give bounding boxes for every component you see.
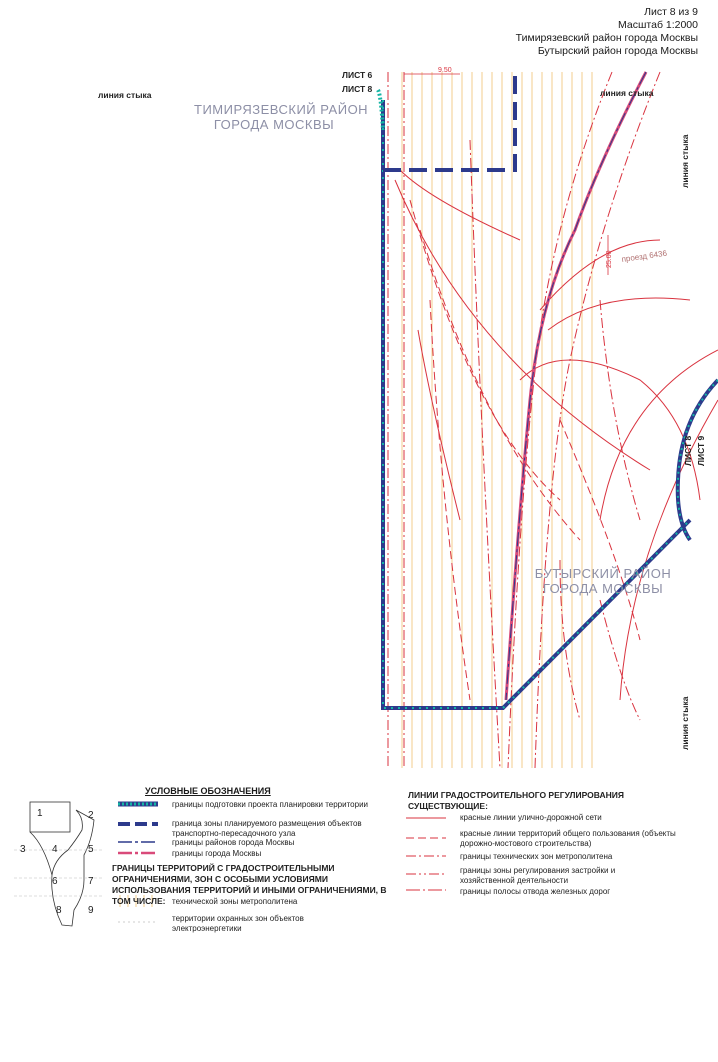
- legend-line-railway: границы полосы отвода железных дорог: [460, 887, 611, 896]
- sheet-label-6: ЛИСТ 6: [342, 70, 373, 80]
- district-butyr-line1: БУТЫРСКИЙ РАЙОН: [534, 566, 672, 581]
- key-number-4: 4: [52, 844, 58, 855]
- legend-line-metro: границы технических зон метрополитена: [460, 852, 613, 861]
- red-lines-street: [394, 169, 718, 701]
- key-outline: [51, 809, 95, 927]
- legend-item-district: границы районов города Москвы: [172, 838, 295, 847]
- dimension-top-text: 9.50: [438, 67, 452, 74]
- key-number-8: 8: [56, 905, 62, 916]
- district-title-1: Тимирязевский район города Москвы: [515, 32, 698, 44]
- sheet-number: Лист 8 из 9: [644, 6, 698, 18]
- legend-line-public: красные линии территорий общего пользова…: [460, 829, 676, 848]
- legend-line-symbols: [406, 817, 446, 891]
- legend-line-regulation: границы зоны регулирования застройки и х…: [460, 866, 616, 885]
- district-name-timiryazev: ТИМИРЯЗЕВСКИЙ РАЙОН ГОРОДА МОСКВЫ: [194, 102, 369, 132]
- metro-zone-hatch: [401, 72, 593, 768]
- key-number-9: 9: [88, 905, 94, 916]
- prep-boundary-top: [376, 88, 385, 131]
- street-label: проезд 6436: [621, 249, 668, 264]
- junction-label-right-upper: линия стыка: [680, 134, 690, 188]
- legend-symbol-metro: [119, 895, 153, 907]
- legend-title: УСЛОВНЫЕ ОБОЗНАЧЕНИЯ: [145, 786, 271, 796]
- legend-restriction-energy: территории охранных зон объектов электро…: [172, 914, 304, 933]
- junction-label-top-right: линия стыка: [600, 88, 654, 98]
- red-lines-dashed: [409, 199, 641, 701]
- key-number-5: 5: [88, 844, 94, 855]
- dimension-mid-text: 25.00: [606, 250, 613, 268]
- legend-item-prep: границы подготовки проекта планировки те…: [172, 800, 369, 809]
- key-number-6: 6: [52, 876, 58, 887]
- legend-restrictions-heading: ГРАНИЦЫ ТЕРРИТОРИЙ С ГРАДОСТРОИТЕЛЬНЫМИ …: [112, 863, 387, 906]
- legend-line-street: красные линии улично-дорожной сети: [460, 813, 602, 822]
- key-number-7: 7: [88, 876, 94, 887]
- district-boundary-curve: [675, 378, 718, 542]
- legend-item-city: границы города Москвы: [172, 849, 262, 858]
- junction-label-top-left: линия стыка: [98, 90, 152, 100]
- legend-item-placement: граница зоны планируемого размещения объ…: [172, 819, 362, 838]
- placement-zone-dashed: [383, 72, 517, 172]
- map-scale: Масштаб 1:2000: [618, 19, 698, 31]
- district-timiryazev-line1: ТИМИРЯЗЕВСКИЙ РАЙОН: [194, 102, 369, 117]
- sheet-label-8-top: ЛИСТ 8: [342, 84, 373, 94]
- district-butyr-line2: ГОРОДА МОСКВЫ: [542, 581, 664, 596]
- key-number-1: 1: [37, 808, 43, 819]
- city-boundary: [504, 71, 648, 701]
- sheet-label-9-right: ЛИСТ 9: [696, 435, 706, 466]
- legend-symbols: [118, 801, 158, 923]
- key-map: [14, 801, 104, 927]
- legend-restriction-metro: технической зоны метрополитена: [172, 897, 298, 906]
- key-number-2: 2: [88, 810, 94, 821]
- key-sheet-1: [29, 801, 71, 833]
- district-name-butyr: БУТЫРСКИЙ РАЙОН ГОРОДА МОСКВЫ: [528, 566, 678, 596]
- district-timiryazev-line2: ГОРОДА МОСКВЫ: [213, 117, 335, 132]
- placement-zone-outline: [381, 100, 692, 710]
- map-canvas: 9.50 25.00 проезд 6436: [376, 67, 718, 769]
- red-lines-dashdot: [387, 71, 661, 769]
- junction-label-right-lower: линия стыка: [680, 696, 690, 750]
- key-line-left: [29, 831, 53, 876]
- district-boundary: [505, 71, 647, 701]
- key-number-3: 3: [20, 844, 26, 855]
- prep-boundary-outline: [382, 100, 691, 709]
- sheet-label-8-right: ЛИСТ 8: [683, 435, 693, 466]
- legend-lines-heading: ЛИНИИ ГРАДОСТРОИТЕЛЬНОГО РЕГУЛИРОВАНИЯ С…: [408, 790, 624, 811]
- district-title-2: Бутырский район города Москвы: [537, 45, 698, 57]
